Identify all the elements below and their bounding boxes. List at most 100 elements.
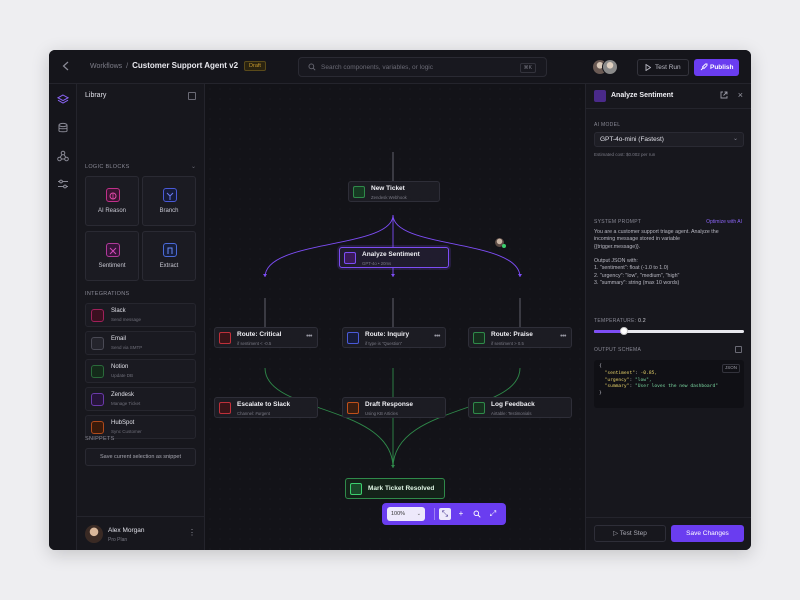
- workflow-canvas[interactable]: New Ticket Zendesk Webhook Analyze Senti…: [205, 84, 585, 550]
- back-arrow-icon[interactable]: [60, 60, 74, 74]
- breadcrumb-separator: /: [126, 63, 129, 70]
- snippets-label: SNIPPETS: [85, 436, 115, 442]
- integration-email[interactable]: Email Send via SMTP: [85, 331, 196, 355]
- chevron-down-icon[interactable]: ⌄: [190, 164, 196, 170]
- node-analyze-sentiment[interactable]: Analyze Sentiment GPT-4o • 20ms: [339, 247, 449, 268]
- more-vertical-icon[interactable]: ⋮: [188, 528, 196, 537]
- prompt-line: incoming message stored in variable: [594, 236, 680, 243]
- search-shortcut: ⌘K: [519, 63, 536, 73]
- output-schema-code: JSON { "sentiment": -0.85, "urgency": "l…: [594, 360, 744, 408]
- code-line: }: [599, 391, 602, 397]
- zoom-select[interactable]: 100% ⌄: [387, 507, 425, 521]
- system-prompt-textarea[interactable]: You are a customer support triage agent.…: [594, 229, 744, 307]
- node-title: Draft Response: [365, 401, 414, 408]
- node-log-feedback[interactable]: Log Feedback Airtable: Testimonials: [468, 397, 572, 418]
- block-extract[interactable]: Extract: [142, 231, 196, 281]
- system-prompt-label: SYSTEM PROMPT: [594, 219, 642, 225]
- copy-icon[interactable]: [735, 346, 742, 353]
- more-options-icon[interactable]: •••: [434, 333, 440, 340]
- sliders-icon[interactable]: [57, 178, 69, 190]
- online-indicator: [502, 244, 506, 248]
- sentiment-icon: [106, 243, 120, 257]
- toolbar-divider: [434, 508, 435, 520]
- sparkle-icon: [594, 90, 606, 102]
- block-sentiment[interactable]: Sentiment: [85, 231, 139, 281]
- block-label: Extract: [159, 263, 179, 269]
- node-route-praise[interactable]: Route: Praise if sentiment > 0.5 •••: [468, 327, 572, 348]
- integration-notion[interactable]: Notion Update DB: [85, 359, 196, 383]
- integration-slack[interactable]: Slack Send message: [85, 303, 196, 327]
- collaborator-avatars[interactable]: [592, 59, 622, 75]
- node-title: New Ticket: [371, 185, 405, 192]
- collapse-panel-icon[interactable]: [188, 92, 196, 100]
- webhook-icon[interactable]: [57, 150, 69, 162]
- add-node-icon[interactable]: +: [458, 509, 464, 518]
- search-input[interactable]: Search components, variables, or logic ⌘…: [298, 57, 547, 77]
- library-title: Library: [85, 92, 107, 99]
- integration-name: Zendesk: [111, 392, 135, 398]
- node-title: Log Feedback: [491, 401, 535, 408]
- json-tag: JSON: [721, 364, 740, 373]
- question-icon: [347, 332, 359, 344]
- select-tool-icon[interactable]: ⤡: [439, 508, 451, 520]
- node-new-ticket[interactable]: New Ticket Zendesk Webhook: [348, 181, 440, 202]
- node-route-critical[interactable]: Route: Critical if sentiment < -0.5 •••: [214, 327, 318, 348]
- prompt-line: 1. "sentiment": float (-1.0 to 1.0): [594, 265, 669, 272]
- zoom-in-icon[interactable]: [471, 508, 483, 520]
- close-icon[interactable]: ×: [737, 90, 743, 100]
- node-subtitle: Using KB Articles: [365, 410, 398, 416]
- integration-sub: Sync Customer: [111, 429, 142, 434]
- test-run-button[interactable]: Test Run: [637, 59, 689, 76]
- fit-view-icon[interactable]: ⤢: [489, 509, 497, 518]
- code-line: "summary": "User loves the new dashboard…: [604, 384, 718, 390]
- inspector-footer: ▷ Test Step Save Changes: [586, 517, 751, 550]
- publish-button[interactable]: Publish: [694, 59, 739, 76]
- extract-icon: [163, 243, 177, 257]
- notion-icon: [91, 365, 104, 378]
- integration-name: Email: [111, 336, 127, 342]
- breadcrumb-workflows[interactable]: Workflows: [90, 63, 123, 70]
- temperature-label: TEMPERATURE: 0.2: [594, 318, 646, 324]
- node-subtitle: Zendesk Webhook: [371, 194, 407, 200]
- node-title: Escalate to Slack: [237, 401, 291, 408]
- more-options-icon[interactable]: •••: [560, 333, 566, 340]
- node-escalate-slack[interactable]: Escalate to Slack Channel: #urgent: [214, 397, 318, 418]
- output-schema-label: OUTPUT SCHEMA: [594, 347, 642, 353]
- prompt-line: You are a customer support triage agent.…: [594, 229, 719, 235]
- integration-sub: Send via SMTP: [111, 345, 143, 350]
- integration-sub: Update DB: [111, 373, 134, 378]
- external-link-icon[interactable]: [720, 91, 728, 99]
- integration-zendesk[interactable]: Zendesk Manage Ticket: [85, 387, 196, 411]
- save-changes-button[interactable]: Save Changes: [671, 525, 744, 542]
- block-branch[interactable]: Branch: [142, 176, 196, 226]
- temperature-slider[interactable]: [594, 327, 744, 335]
- save-snippet-button[interactable]: Save current selection as snippet: [85, 448, 196, 466]
- layers-icon[interactable]: [57, 94, 69, 106]
- library-panel: Library LOGIC BLOCKS ⌄ AI Reason Branch …: [77, 84, 205, 550]
- block-ai-reason[interactable]: AI Reason: [85, 176, 139, 226]
- model-select[interactable]: GPT-4o-mini (Fastest) ⌄: [594, 132, 744, 147]
- avatar: [85, 525, 103, 543]
- integration-sub: Manage Ticket: [111, 401, 141, 406]
- user-profile[interactable]: Alex Morgan Pro Plan ⋮: [77, 516, 205, 550]
- chevron-down-icon: ⌄: [416, 511, 421, 517]
- node-draft-response[interactable]: Draft Response Using KB Articles: [342, 397, 446, 418]
- page-title: Customer Support Agent v2: [132, 61, 239, 70]
- node-mark-resolved[interactable]: Mark Ticket Resolved: [345, 478, 445, 499]
- test-step-button[interactable]: ▷ Test Step: [594, 525, 666, 542]
- integration-hubspot[interactable]: HubSpot Sync Customer: [85, 415, 196, 439]
- database-icon[interactable]: [57, 122, 69, 134]
- thumbs-up-icon: [473, 332, 485, 344]
- optimize-with-ai-link[interactable]: Optimize with AI: [706, 219, 742, 225]
- model-value: GPT-4o-mini (Fastest): [600, 136, 664, 143]
- block-label: AI Reason: [97, 208, 127, 214]
- slider-thumb[interactable]: [620, 327, 628, 335]
- temperature-value: 0.2: [638, 318, 646, 324]
- node-route-inquiry[interactable]: Route: Inquiry if type is "Question" •••: [342, 327, 446, 348]
- check-icon: [350, 483, 362, 495]
- play-icon: [645, 64, 651, 71]
- more-options-icon[interactable]: •••: [306, 333, 312, 340]
